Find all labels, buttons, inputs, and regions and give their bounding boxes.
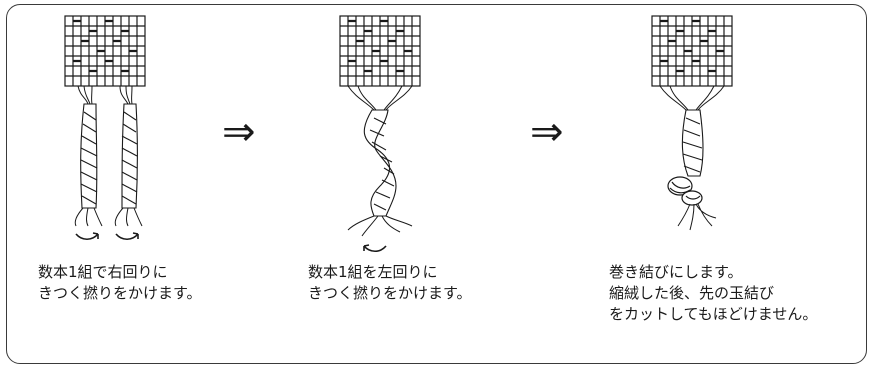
strand-ends bbox=[74, 207, 143, 227]
illustration-step-1 bbox=[64, 15, 146, 241]
diagram-frame bbox=[6, 4, 867, 364]
rotate-right-arrow-icons bbox=[75, 232, 139, 241]
rotate-left-arrow-icon bbox=[363, 244, 387, 253]
plied-strand bbox=[363, 109, 397, 217]
strand-ends bbox=[347, 215, 413, 237]
woven-fabric bbox=[339, 15, 421, 87]
step-3-caption: 巻き結びにします。 縮絨した後、先の玉結び をカットしてもほどけません。 bbox=[609, 263, 818, 323]
fringe-threads bbox=[659, 85, 725, 111]
right-twisted-strand bbox=[121, 103, 139, 209]
step-arrow-1: ⇒ bbox=[222, 109, 256, 155]
woven-fabric bbox=[651, 15, 733, 87]
plied-strand bbox=[681, 109, 704, 177]
fringe-threads bbox=[77, 85, 133, 105]
fringe-threads bbox=[347, 85, 413, 111]
wrap-knot bbox=[667, 176, 703, 206]
step-2-caption: 数本1組を左回りに きつく撚りをかけます。 bbox=[308, 263, 472, 302]
step-arrow-2: ⇒ bbox=[530, 109, 564, 155]
strand-ends bbox=[677, 203, 717, 231]
woven-fabric bbox=[64, 15, 146, 87]
step-1-caption: 数本1組で右回りに きつく撚りをかけます。 bbox=[38, 263, 202, 302]
illustration-step-3 bbox=[651, 15, 733, 231]
illustration-step-2 bbox=[339, 15, 421, 253]
left-twisted-strand bbox=[80, 103, 98, 209]
